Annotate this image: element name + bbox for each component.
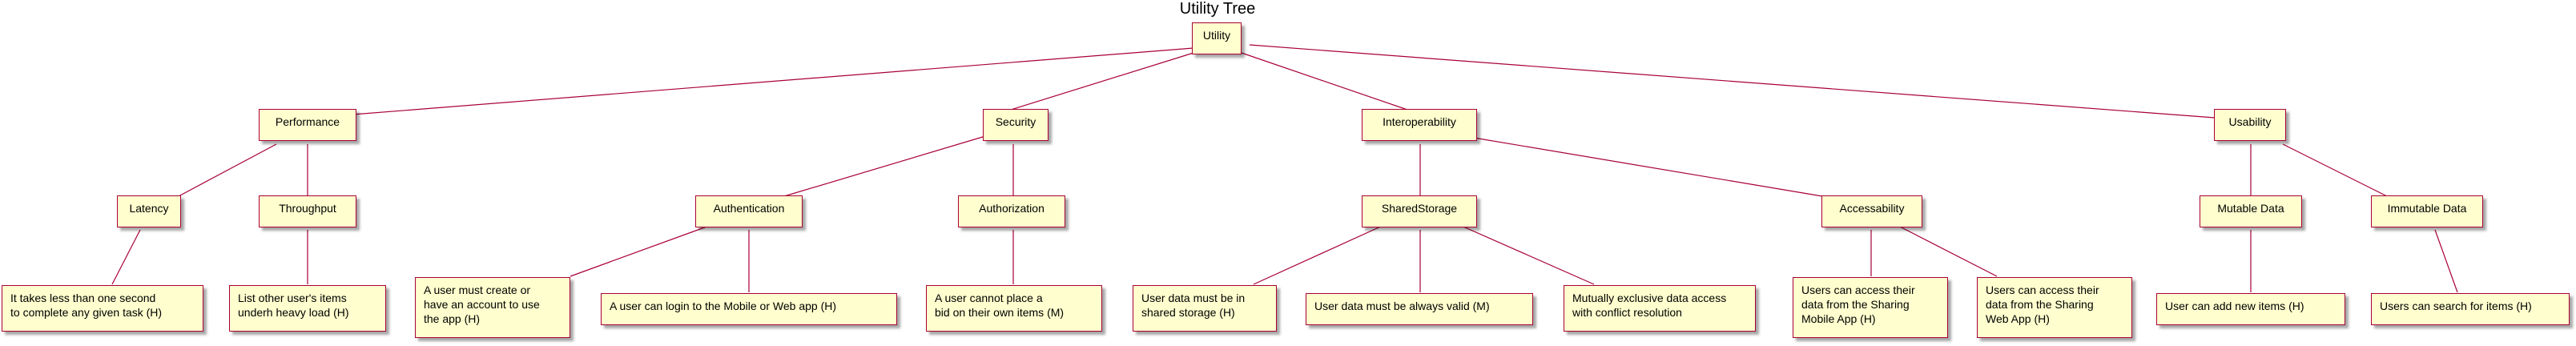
edge-authentication-leaf1 xyxy=(570,225,710,277)
node-utility: Utility xyxy=(1192,22,1242,54)
leaf-authorization-bid: A user cannot place a bid on their own i… xyxy=(926,285,1102,332)
edge-immutable-leaf xyxy=(2434,229,2458,293)
node-immutable-data: Immutable Data xyxy=(2371,195,2483,227)
leaf-authentication-account: A user must create or have an account to… xyxy=(415,277,570,338)
leaf-storage-valid: User data must be always valid (M) xyxy=(1306,293,1533,325)
edge-latency-leaf xyxy=(111,229,141,285)
edge-security-authentication xyxy=(783,135,986,197)
edge-usability-immutable xyxy=(2282,143,2388,197)
edge-utility-interoperability xyxy=(1241,52,1411,111)
node-interoperability: Interoperability xyxy=(1362,109,1477,141)
edge-storage-leaf3 xyxy=(1457,223,1595,285)
node-mutable-data: Mutable Data xyxy=(2200,195,2302,227)
edge-storage-leaf1 xyxy=(1253,223,1387,285)
leaf-storage-shared: User data must be in shared storage (H) xyxy=(1133,285,1277,332)
node-performance: Performance xyxy=(259,109,356,141)
leaf-latency-requirement: It takes less than one second to complet… xyxy=(2,285,203,332)
node-latency: Latency xyxy=(117,195,181,227)
edge-accessability-leaf2 xyxy=(1898,225,1998,277)
leaf-access-web: Users can access their data from the Sha… xyxy=(1977,277,2132,338)
diagram-title: Utility Tree xyxy=(1179,0,1256,18)
node-throughput: Throughput xyxy=(259,195,356,227)
leaf-storage-exclusive: Mutually exclusive data access with conf… xyxy=(1564,285,1756,332)
edge-utility-security xyxy=(1010,52,1194,111)
edge-utility-usability xyxy=(1249,44,2216,119)
leaf-mutable-add: User can add new items (H) xyxy=(2156,293,2345,325)
leaf-throughput-requirement: List other user's items underh heavy loa… xyxy=(229,285,386,332)
node-security: Security xyxy=(983,109,1049,141)
leaf-access-mobile: Users can access their data from the Sha… xyxy=(1793,277,1948,338)
leaf-authentication-login: A user can login to the Mobile or Web ap… xyxy=(601,293,897,325)
node-authorization: Authorization xyxy=(958,195,1065,227)
node-authentication: Authentication xyxy=(695,195,803,227)
leaf-immutable-search: Users can search for items (H) xyxy=(2371,293,2570,325)
node-accessability: Accessability xyxy=(1821,195,1922,227)
node-usability: Usability xyxy=(2214,109,2286,141)
edge-performance-latency xyxy=(178,143,277,197)
edge-utility-performance xyxy=(352,47,1194,115)
node-sharedstorage: SharedStorage xyxy=(1362,195,1477,227)
edge-interop-accessability xyxy=(1473,137,1823,197)
